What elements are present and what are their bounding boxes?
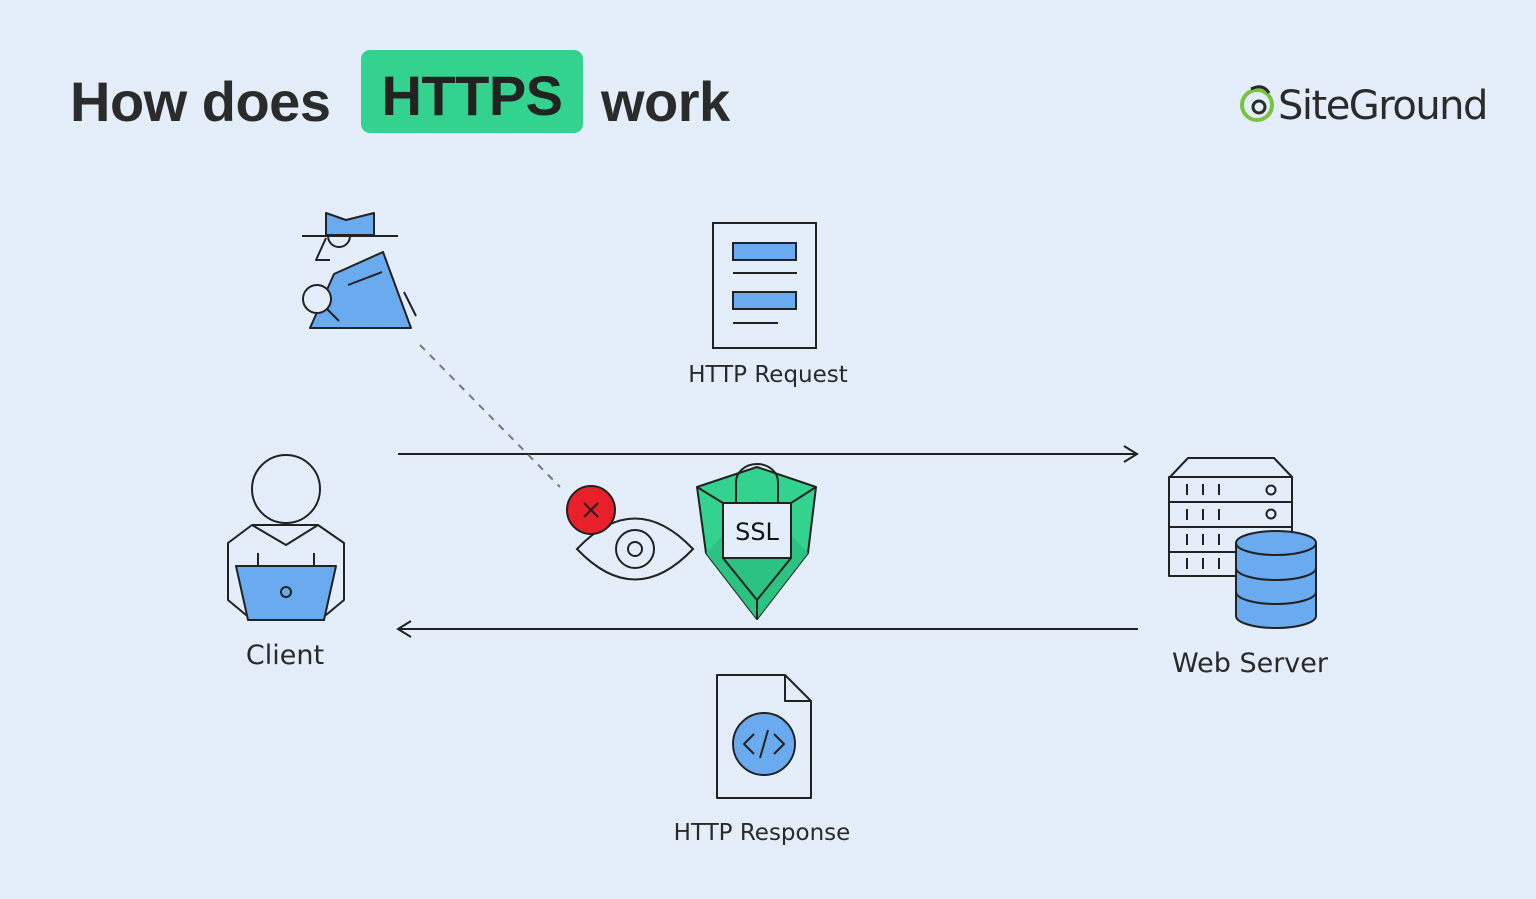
http-response-label: HTTP Response xyxy=(673,820,851,846)
siteground-logo: SiteGround xyxy=(1240,78,1488,134)
logo-text: SiteGround xyxy=(1278,83,1488,129)
ssl-label: SSL xyxy=(735,518,779,546)
siteground-swirl-icon xyxy=(1240,85,1274,122)
request-arrow xyxy=(398,445,1139,463)
page-title-highlight: HTTPS xyxy=(381,64,563,127)
request-document-icon xyxy=(712,222,817,349)
page-title-prefix: How does xyxy=(70,70,331,133)
page-title-suffix: work xyxy=(601,70,730,133)
client-laptop-icon xyxy=(227,454,345,621)
title-highlight-badge xyxy=(361,50,583,133)
spy-icon xyxy=(302,212,417,329)
eye-icon xyxy=(575,517,695,581)
http-request-label: HTTP Request xyxy=(688,362,848,388)
response-code-document-icon xyxy=(716,674,812,799)
response-arrow xyxy=(396,620,1138,638)
ssl-shield-padlock-icon: SSL xyxy=(696,463,817,620)
client-label: Client xyxy=(245,640,325,671)
web-server-database-icon xyxy=(1168,457,1317,629)
blocked-x-icon xyxy=(566,485,616,535)
web-server-label: Web Server xyxy=(1172,648,1328,679)
eavesdrop-dashed-line xyxy=(419,344,561,488)
